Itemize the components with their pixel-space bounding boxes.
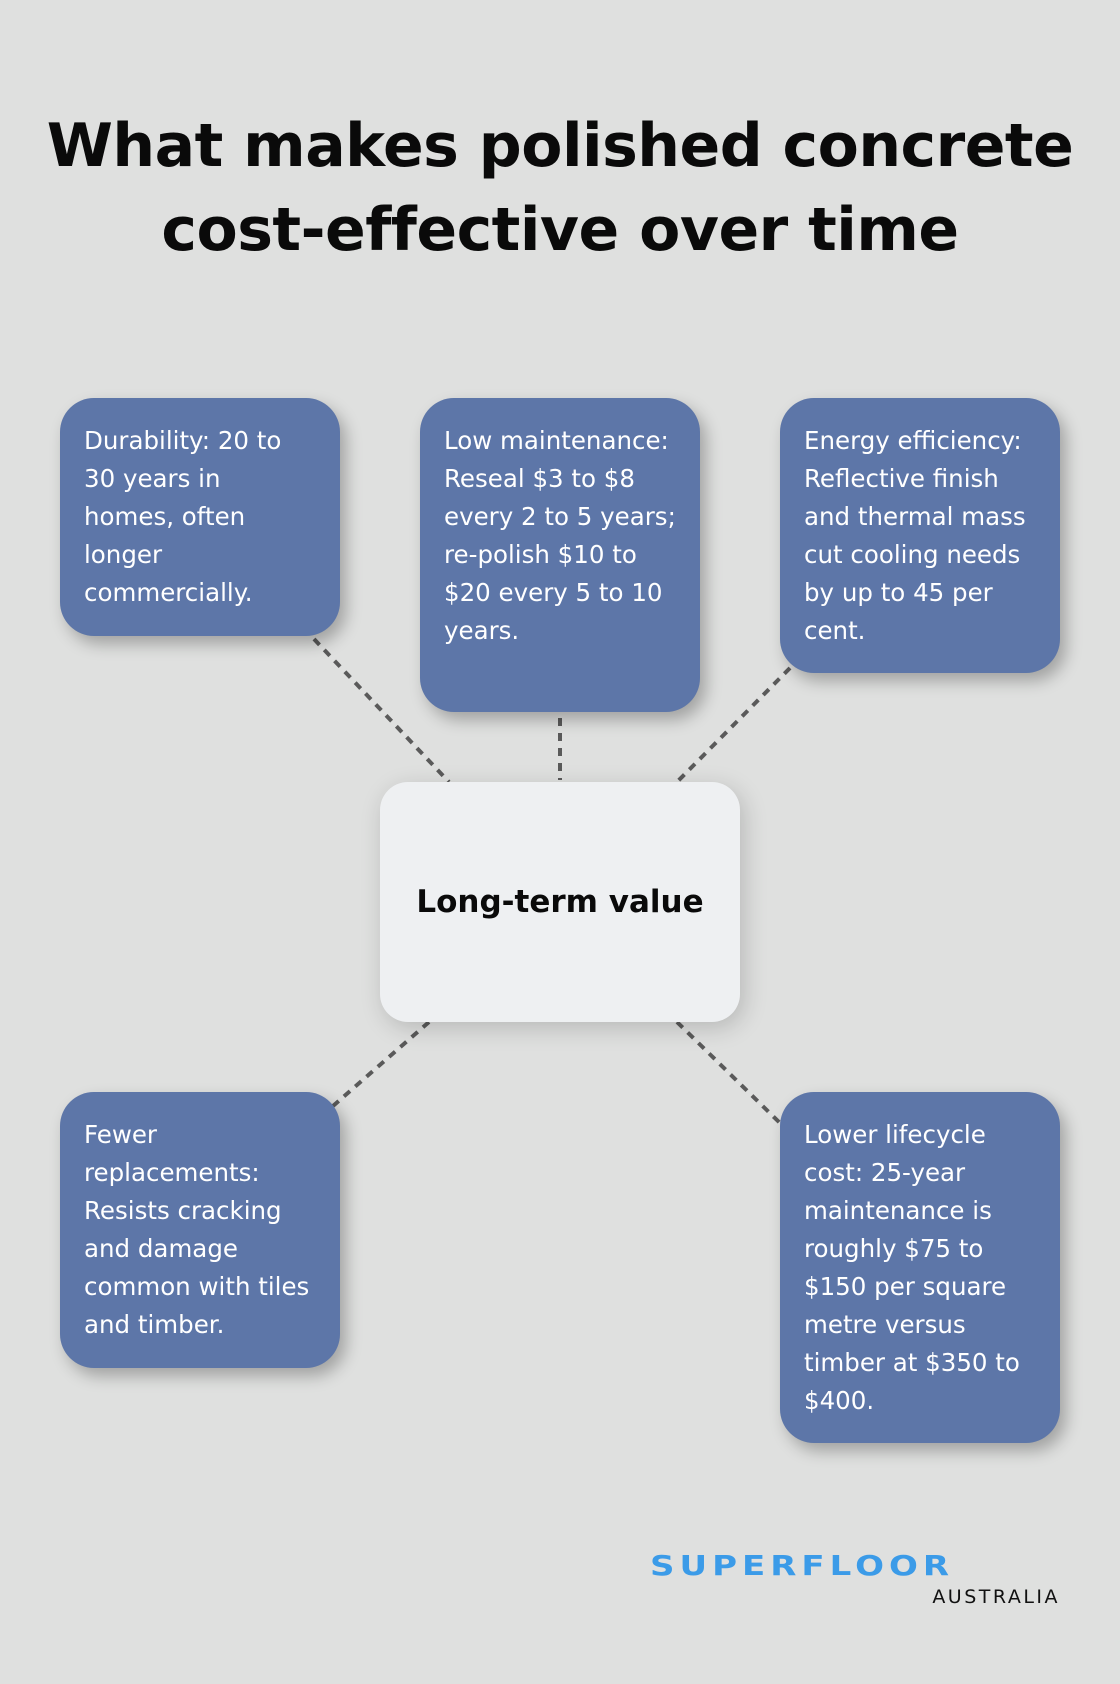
card-energy-efficiency: Energy efficiency: Reflective finish and… [780,398,1060,673]
title-line-2: cost-effective over time [161,195,959,265]
card-text: Low maintenance: Reseal $3 to $8 every 2… [444,426,676,645]
page-title: What makes polished concrete cost-effect… [0,104,1120,272]
card-low-maintenance: Low maintenance: Reseal $3 to $8 every 2… [420,398,700,712]
card-fewer-replacements: Fewer replacements: Resists cracking and… [60,1092,340,1368]
center-label: Long-term value [416,884,704,920]
card-text: Energy efficiency: Reflective finish and… [804,426,1026,645]
connector-energy-efficiency [675,666,792,784]
connector-durability [312,637,451,784]
center-node: Long-term value [380,782,740,1022]
title-line-1: What makes polished concrete [46,111,1074,181]
card-text: Durability: 20 to 30 years in homes, oft… [84,426,282,607]
card-lower-lifecycle-cost: Lower lifecycle cost: 25-year maintenanc… [780,1092,1060,1443]
card-text: Fewer replacements: Resists cracking and… [84,1120,310,1339]
brand-logo: SUPERFLOOR AUSTRALIA [650,1552,1060,1608]
connector-lower-lifecycle-cost [675,1020,783,1126]
card-text: Lower lifecycle cost: 25-year maintenanc… [804,1120,1020,1415]
card-durability: Durability: 20 to 30 years in homes, oft… [60,398,340,636]
brand-name: SUPERFLOOR [650,1550,955,1583]
connector-fewer-replacements [331,1020,431,1108]
brand-subtitle: AUSTRALIA [932,1586,1060,1608]
